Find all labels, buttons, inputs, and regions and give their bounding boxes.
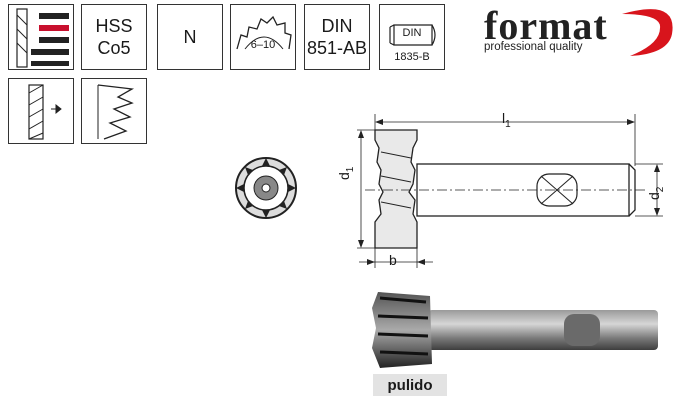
teeth-count-box: 6–10 <box>230 4 296 70</box>
coolant-direction-box <box>8 78 74 144</box>
shank-norm-box: DIN 1835-B <box>379 4 445 70</box>
shank-norm-label: 1835-B <box>394 51 430 63</box>
brand-swoosh-icon <box>622 9 673 56</box>
diameter-dimension-label: d1 <box>336 166 356 180</box>
drill-arrow-icon <box>28 84 62 140</box>
finish-label: pulido <box>373 374 447 396</box>
tool-type-box: N <box>157 4 223 70</box>
din-label: DIN <box>321 16 353 36</box>
cutting-edges-icon <box>16 8 69 68</box>
material-hss-label: HSS <box>95 16 133 36</box>
cutter-cross-section <box>235 157 297 219</box>
shank-icon <box>389 24 436 46</box>
din-standard-box: DIN 851-AB <box>304 4 370 70</box>
tool-type-label: N <box>183 27 197 47</box>
din-number-label: 851-AB <box>306 38 368 58</box>
shank-diameter-label: d2 <box>646 186 666 200</box>
teeth-range-label: 6–10 <box>250 39 276 51</box>
brand-logo: format <box>484 3 608 48</box>
shank-din-label: DIN <box>402 27 422 39</box>
technical-drawing <box>357 114 663 268</box>
length-dimension-label: l1 <box>502 110 511 130</box>
product-photo <box>372 292 658 368</box>
tooth-form-box <box>81 78 147 144</box>
width-dimension-label: b <box>389 252 397 268</box>
brand-tagline: professional quality <box>484 41 583 53</box>
tooth-profile-icon <box>97 84 135 140</box>
cutter-teeth-icon <box>236 15 292 50</box>
material-box: HSS Co5 <box>81 4 147 70</box>
tool-geometry-icon-box <box>8 4 74 70</box>
material-co5-label: Co5 <box>97 38 131 58</box>
